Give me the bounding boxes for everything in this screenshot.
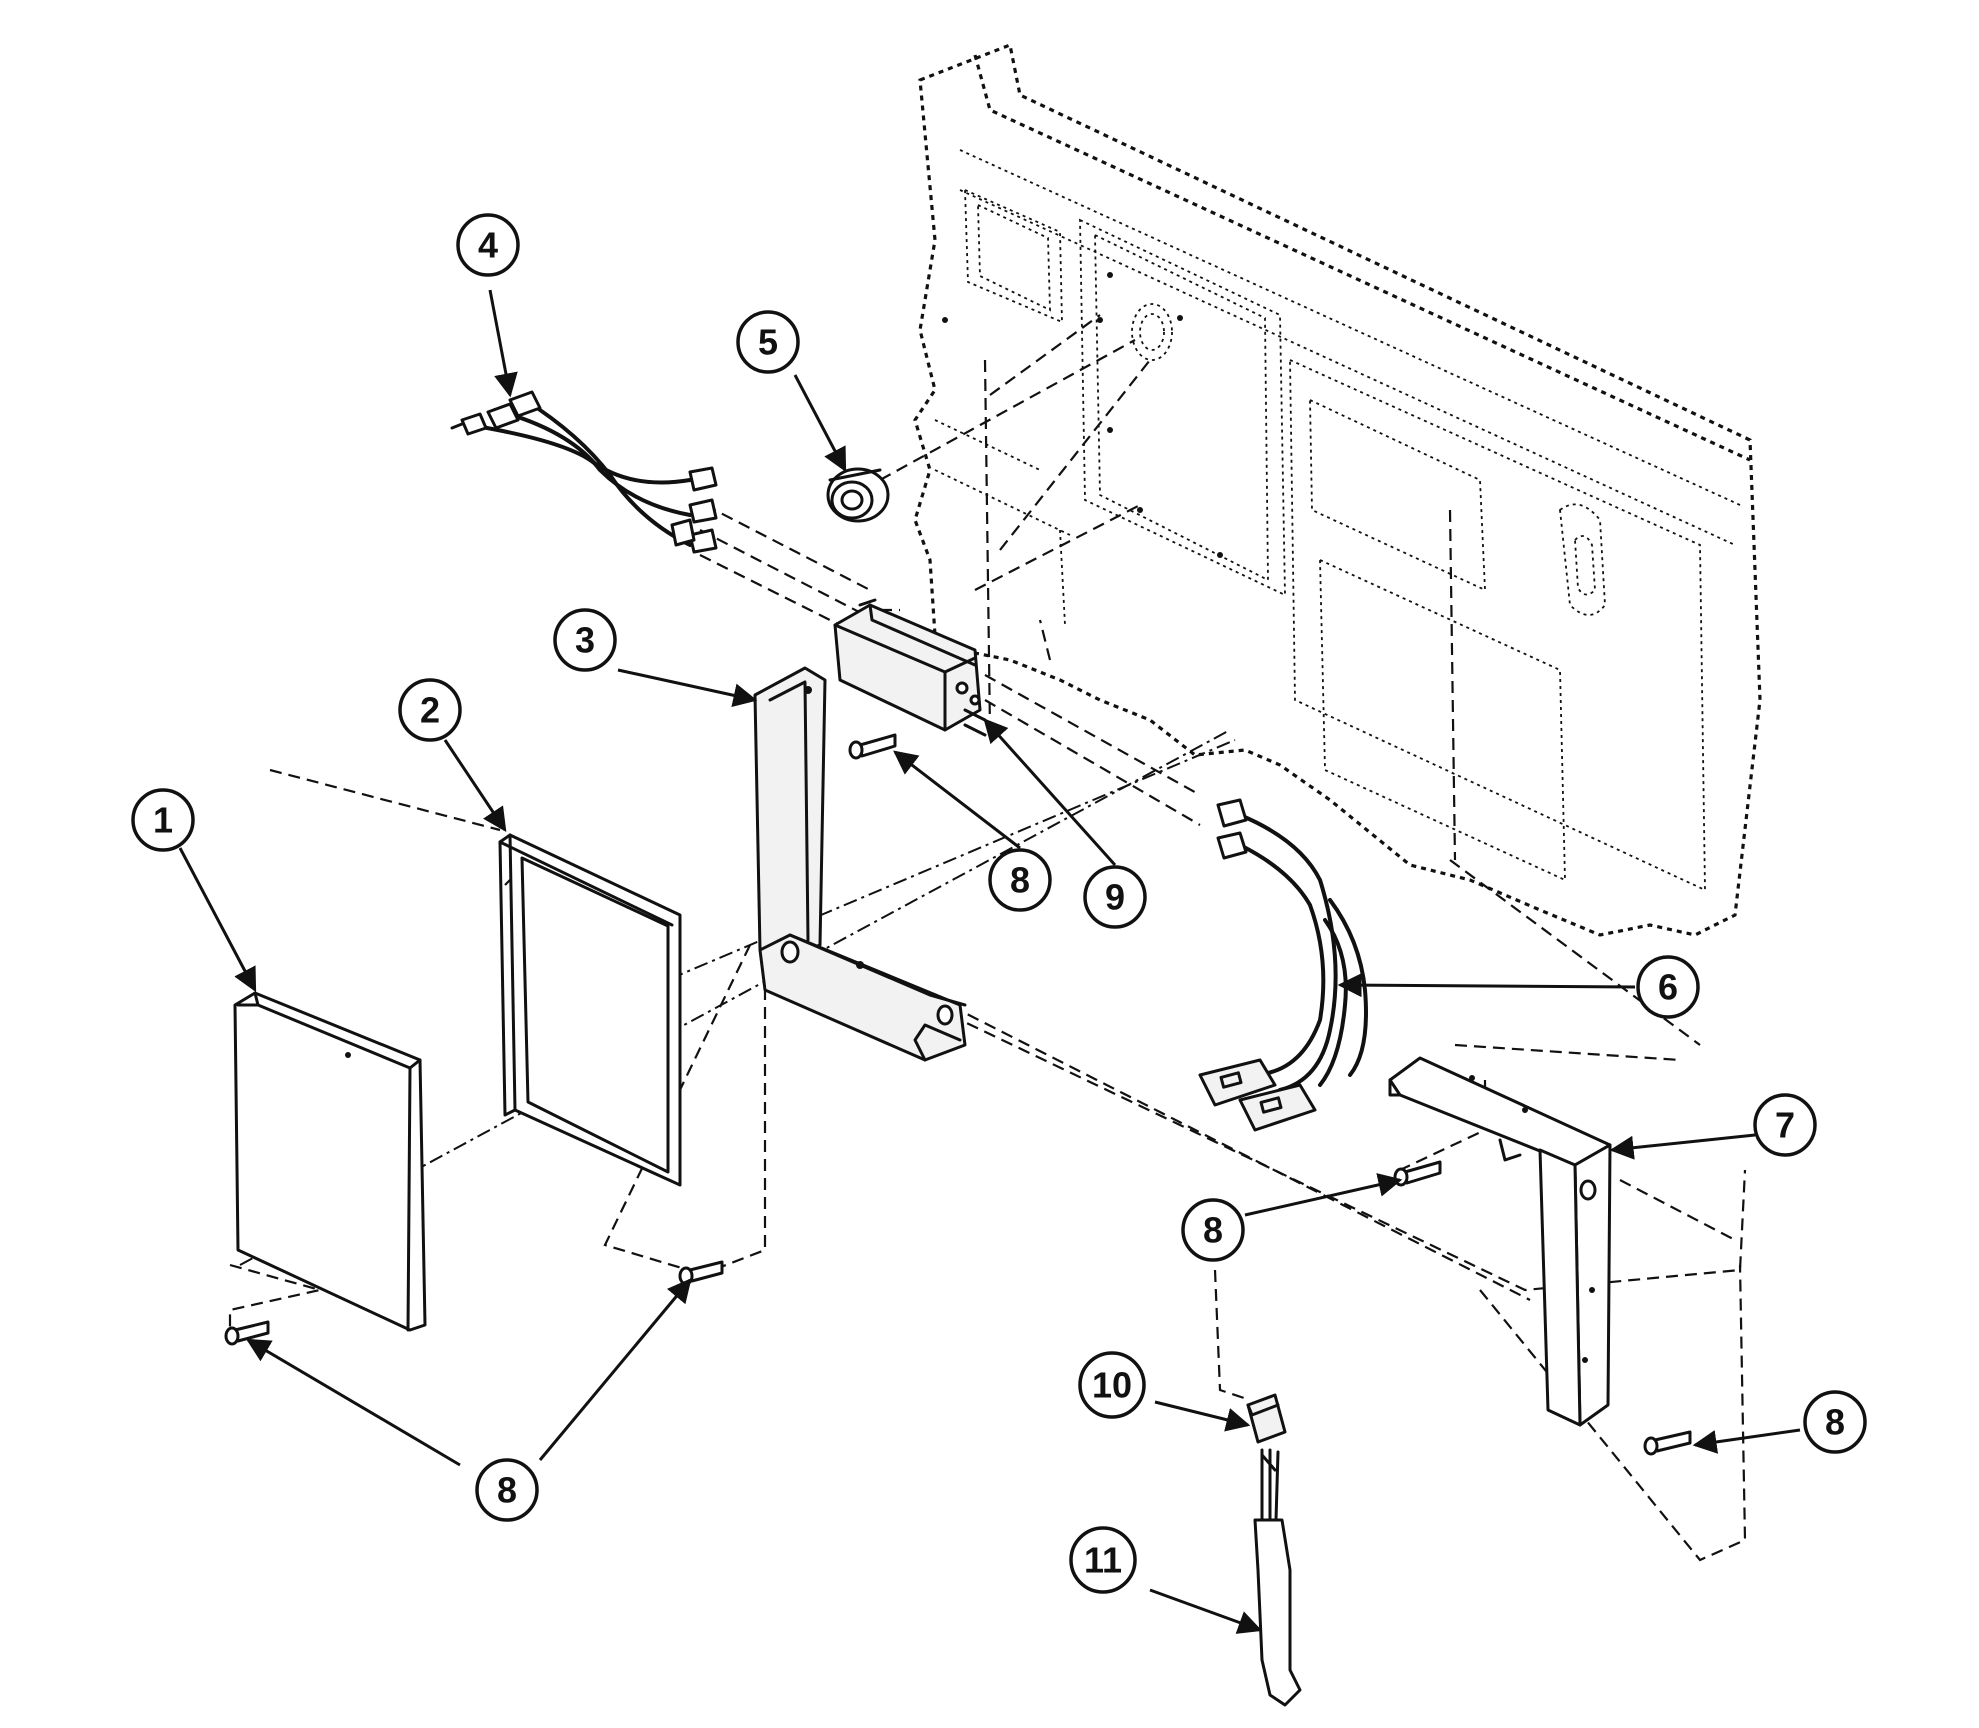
callout-1-label: 1 — [153, 800, 173, 841]
callout-8-label: 8 — [497, 1470, 517, 1511]
callout-5: 5 — [736, 310, 800, 374]
callout-8-bottom: 8 — [475, 1458, 539, 1522]
callout-6: 6 — [1636, 955, 1700, 1019]
callout-6-label: 6 — [1658, 967, 1678, 1008]
callout-11-label: 11 — [1084, 1540, 1122, 1581]
leader-lines — [178, 289, 1801, 1634]
callout-5-label: 5 — [758, 322, 778, 363]
part-5-grommet — [826, 467, 890, 523]
callout-4: 4 — [456, 213, 520, 277]
callout-10: 10 — [1078, 1351, 1146, 1419]
part-6-harness — [1198, 798, 1368, 1132]
callout-9: 9 — [1083, 865, 1147, 929]
part-2-gasket — [498, 833, 682, 1187]
callout-8-bracket-top: 8 — [1181, 1198, 1245, 1262]
callout-3: 3 — [553, 608, 617, 672]
part-1-cover — [233, 991, 427, 1332]
callout-2: 2 — [398, 678, 462, 742]
callout-9-label: 9 — [1105, 877, 1125, 918]
callout-8-bracket-bottom: 8 — [1803, 1390, 1867, 1454]
callout-10-label: 10 — [1092, 1365, 1132, 1406]
callout-8-relay-screw: 8 — [988, 848, 1052, 912]
part-10-cap — [1246, 1393, 1287, 1444]
cabinet-back-panel — [913, 42, 1762, 937]
callout-7: 7 — [1753, 1093, 1817, 1157]
callout-2-label: 2 — [420, 690, 440, 731]
part-7-bracket — [1388, 1056, 1612, 1427]
callout-11: 11 — [1069, 1526, 1137, 1594]
part-3-bracket — [753, 666, 967, 1062]
part-11-cable — [1253, 1448, 1302, 1707]
callout-8-label: 8 — [1825, 1402, 1845, 1443]
callout-8-label: 8 — [1203, 1210, 1223, 1251]
callout-3-label: 3 — [575, 620, 595, 661]
callout-4-label: 4 — [478, 225, 498, 266]
callout-1: 1 — [131, 788, 195, 852]
projection-lines — [228, 314, 1747, 1562]
part-9-relay — [833, 598, 987, 737]
callout-8-label: 8 — [1010, 860, 1030, 901]
part-4-harness — [450, 390, 718, 554]
callout-7-label: 7 — [1775, 1105, 1795, 1146]
